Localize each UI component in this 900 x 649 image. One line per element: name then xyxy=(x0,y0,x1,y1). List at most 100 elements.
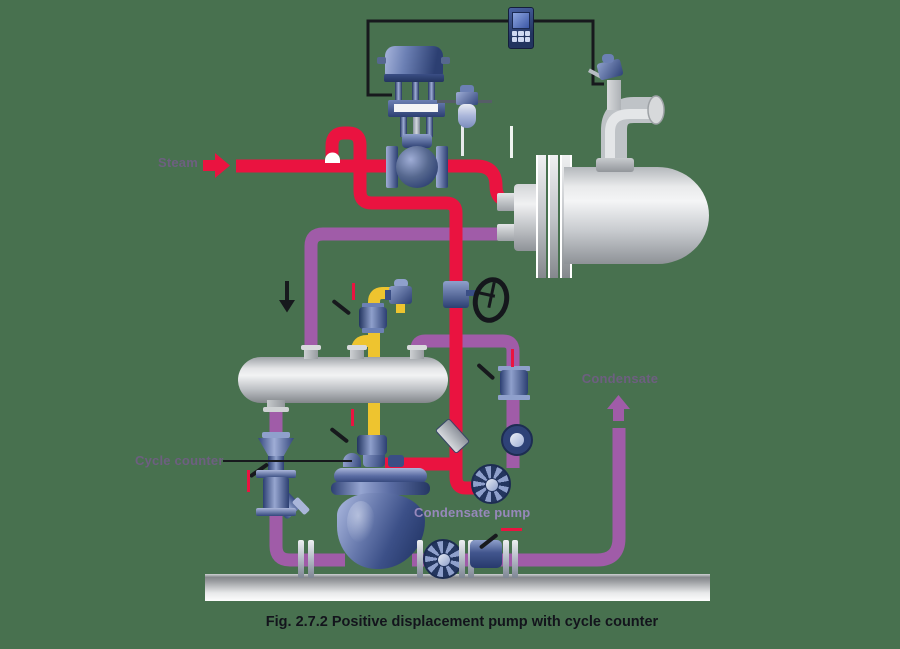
inlet-flange-upper xyxy=(256,470,296,478)
actuator-base-plate xyxy=(384,74,444,82)
gooseneck-crossover-white-notch xyxy=(325,152,340,163)
valve-bonnet xyxy=(402,134,432,148)
exchanger-channel-head xyxy=(514,184,540,251)
trap-branch-valve-body xyxy=(500,370,528,396)
pump-motive-inlet-mount xyxy=(388,455,404,467)
vent-valve-pump-stem-mark xyxy=(351,409,354,426)
filter-stub-right xyxy=(477,100,492,103)
exchanger-flange-plate-2 xyxy=(548,155,558,278)
exchanger-flange-plate-1 xyxy=(536,155,546,278)
pipe-flange xyxy=(503,540,509,578)
vent-valve-pump-body xyxy=(357,435,387,455)
inlet-top-flange xyxy=(262,432,290,438)
receiver-nozzle-mid xyxy=(350,347,364,359)
white-tick-mark xyxy=(510,126,513,158)
actuator-column-2 xyxy=(412,82,419,102)
steam-trap xyxy=(471,464,511,504)
pump-body xyxy=(337,493,425,569)
inlet-valve-stem-mark xyxy=(247,470,250,492)
key xyxy=(518,37,524,42)
yoke-column-right xyxy=(426,117,433,137)
vent-valve-upper-body xyxy=(359,307,387,329)
filter-link-line xyxy=(437,100,458,103)
steam-trap-hub xyxy=(485,478,499,492)
positioner-white-band xyxy=(394,104,438,112)
receiver-nozzle-left xyxy=(304,347,318,359)
disc-check-valve xyxy=(423,539,463,579)
key xyxy=(512,37,518,42)
key xyxy=(518,31,524,36)
sight-check-disc xyxy=(510,433,524,447)
controller-screen xyxy=(512,12,530,29)
disc-check-valve-hub xyxy=(437,553,451,567)
condensate-pump-label: Condensate pump xyxy=(414,505,531,520)
vent-valve-upper-stem-mark xyxy=(352,283,355,300)
steam-flow-arrow xyxy=(203,153,230,178)
pipe-flange xyxy=(417,540,423,578)
filter-body xyxy=(456,92,478,105)
figure-caption: Fig. 2.7.2 Positive displacement pump wi… xyxy=(265,614,659,630)
trap-branch-valve-flange-top xyxy=(498,366,530,371)
pipe-flange xyxy=(459,540,465,578)
isolation-valve-body xyxy=(443,281,469,308)
receiver-nozzle-right-rim xyxy=(407,345,427,350)
vent-valve-pump-lever xyxy=(329,426,350,444)
cycle-counter-label: Cycle counter xyxy=(135,453,224,468)
air-vent-yellow-stub xyxy=(396,300,405,313)
pump-cover-plate xyxy=(334,468,427,484)
receiver-nozzle-left-rim xyxy=(301,345,321,350)
actuator-column-3 xyxy=(428,82,435,102)
cycle-counter-fitting xyxy=(343,453,361,467)
control-valve-body xyxy=(396,146,438,188)
condensate-flow-arrow xyxy=(607,395,630,421)
trap-branch-valve-flange-bottom xyxy=(498,395,530,400)
key xyxy=(512,31,518,36)
air-vent-body xyxy=(389,286,412,304)
yoke-column-left xyxy=(400,117,407,137)
filter-cap xyxy=(460,85,474,94)
filter-bowl xyxy=(458,104,476,128)
actuator-dome xyxy=(385,46,443,77)
air-vent-side-flange xyxy=(385,290,391,300)
receiver-bottom-outlet-rim xyxy=(263,407,289,412)
condensate-label: Condensate xyxy=(581,371,659,386)
vent-valve-upper-lever xyxy=(331,298,352,316)
controller-unit xyxy=(508,7,534,49)
trap-branch-valve-lever xyxy=(476,362,496,381)
actuator-dome-tab-right xyxy=(441,57,450,64)
exchanger-outlet-collar xyxy=(596,158,634,172)
actuator-column-1 xyxy=(395,82,402,102)
actuator-dome-tab-left xyxy=(377,57,386,64)
valve-flange-left xyxy=(386,146,398,188)
inlet-funnel xyxy=(258,438,294,458)
discharge-valve-stem-mark xyxy=(501,528,522,531)
vent-valve-upper-flange-top xyxy=(362,303,384,308)
receiver-nozzle-right xyxy=(410,347,424,359)
exchanger-shell xyxy=(564,167,709,264)
temperature-sensor-cap xyxy=(602,54,614,63)
receiver-nozzle-mid-rim xyxy=(347,345,367,350)
valve-stem xyxy=(413,117,420,137)
pipe-flange xyxy=(298,540,304,578)
key xyxy=(524,37,530,42)
exchanger-steam-inlet-stub xyxy=(497,193,516,211)
strainer-body xyxy=(263,477,289,511)
trap-branch-valve-stem-mark xyxy=(511,349,514,367)
floor xyxy=(205,574,710,601)
air-vent-cap xyxy=(394,279,408,288)
pump-body-sheen xyxy=(347,501,375,543)
filter-drain-tube xyxy=(461,126,464,156)
valve-flange-right xyxy=(436,146,448,188)
receiver-vessel xyxy=(238,357,448,403)
sensor-mount-stub xyxy=(607,80,621,110)
gravity-flow-arrow xyxy=(279,281,295,313)
vent-valve-upper-flange-bottom xyxy=(362,328,384,333)
handwheel-stem xyxy=(466,290,478,296)
pipe-flange xyxy=(308,540,314,578)
receiver-bottom-outlet xyxy=(267,400,285,410)
inlet-flange-lower xyxy=(256,508,296,516)
sight-check-valve xyxy=(501,424,533,456)
motive-strainer xyxy=(434,417,471,455)
exchanger-condensate-outlet-stub xyxy=(497,224,516,241)
